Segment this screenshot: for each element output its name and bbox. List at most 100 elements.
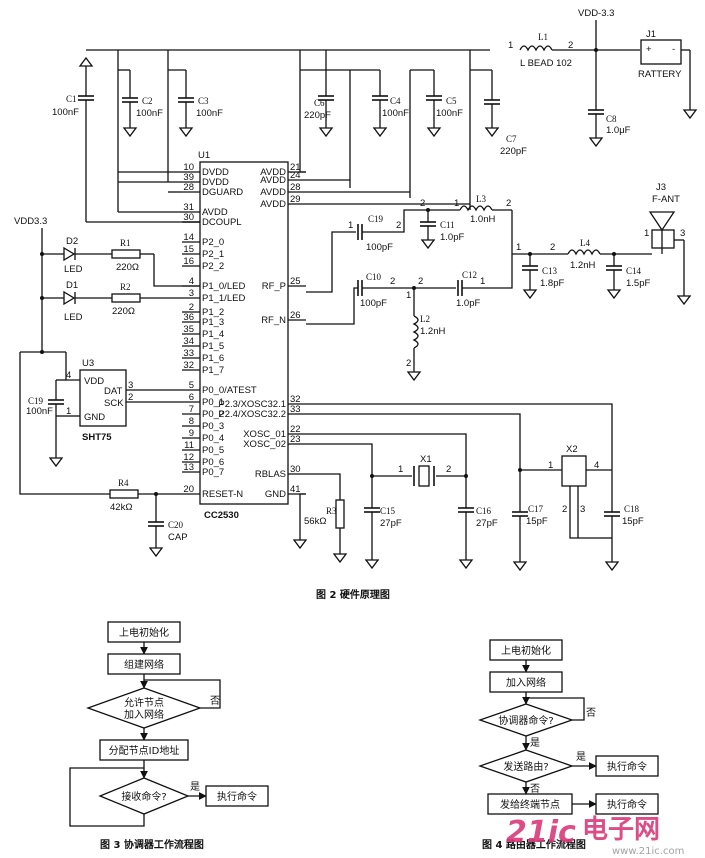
left-pin-name: P2_2 bbox=[202, 261, 224, 272]
left-pin-number: 16 bbox=[183, 256, 194, 267]
flow4-execute-2 bbox=[595, 793, 659, 815]
svg-text:2: 2 bbox=[418, 276, 423, 287]
left-pin-number: 10 bbox=[183, 162, 194, 173]
right-pin-name: XOSC_01 bbox=[243, 429, 286, 440]
left-pin-name: P0_5 bbox=[202, 445, 224, 456]
svg-text:220Ω: 220Ω bbox=[112, 306, 135, 317]
svg-text:上电初始化: 上电初始化 bbox=[119, 626, 169, 639]
svg-text:1.8pF: 1.8pF bbox=[540, 278, 564, 289]
svg-text:C20: C20 bbox=[168, 520, 184, 530]
watermark: 21ic 电子网 www.21ic.com bbox=[506, 815, 684, 857]
svg-text:CAP: CAP bbox=[168, 532, 188, 543]
svg-text:56kΩ: 56kΩ bbox=[304, 516, 326, 527]
svg-text:R3: R3 bbox=[326, 506, 337, 516]
svg-text:LED: LED bbox=[64, 312, 83, 323]
right-pin-name: AVDD bbox=[260, 175, 286, 186]
svg-text:100nF: 100nF bbox=[26, 406, 53, 417]
svg-text:1.0nH: 1.0nH bbox=[470, 214, 495, 225]
ground-icon bbox=[292, 539, 308, 550]
svg-text:L4: L4 bbox=[580, 238, 590, 248]
svg-text:分配节点ID地址: 分配节点ID地址 bbox=[109, 744, 180, 757]
watermark-brand: 21ic bbox=[506, 815, 576, 850]
left-pin-number: 12 bbox=[183, 452, 194, 463]
led-icon bbox=[63, 246, 76, 262]
chip-name: CC2530 bbox=[204, 510, 239, 521]
bead-value: L BEAD 102 bbox=[520, 58, 572, 69]
right-pin-number: 29 bbox=[290, 194, 301, 205]
svg-text:否: 否 bbox=[586, 707, 596, 719]
svg-text:100nF: 100nF bbox=[136, 108, 163, 119]
ground-icon bbox=[48, 457, 64, 468]
svg-text:组建网络: 组建网络 bbox=[124, 658, 164, 671]
left-pin-number: 30 bbox=[183, 212, 194, 223]
ground-icon bbox=[682, 109, 698, 120]
svg-text:3: 3 bbox=[128, 380, 133, 391]
ground-icon bbox=[606, 289, 622, 300]
svg-text:R1: R1 bbox=[120, 238, 131, 248]
left-pin-number: 36 bbox=[183, 312, 194, 323]
right-pin-name: P2.4/XOSC32.2 bbox=[218, 409, 286, 420]
svg-text:SCK: SCK bbox=[104, 398, 124, 409]
left-pin-name: P1_5 bbox=[202, 341, 224, 352]
svg-text:C18: C18 bbox=[624, 504, 640, 514]
svg-text:否: 否 bbox=[530, 783, 540, 795]
right-pin-number: 21 bbox=[290, 162, 301, 173]
svg-text:+: + bbox=[646, 44, 652, 55]
flow4-execute-1 bbox=[595, 755, 659, 777]
flow3-execute bbox=[205, 785, 269, 807]
svg-text:C15: C15 bbox=[380, 506, 396, 516]
left-pin-name: P0_7 bbox=[202, 467, 224, 478]
svg-text:1: 1 bbox=[548, 460, 553, 471]
svg-text:1.0μF: 1.0μF bbox=[606, 125, 631, 136]
svg-text:C1: C1 bbox=[66, 94, 77, 104]
svg-text:4: 4 bbox=[594, 460, 599, 471]
svg-text:100pF: 100pF bbox=[360, 298, 387, 309]
left-pin-number: 15 bbox=[183, 244, 194, 255]
svg-text:1: 1 bbox=[398, 464, 403, 475]
svg-text:C3: C3 bbox=[198, 96, 209, 106]
svg-text:L3: L3 bbox=[476, 194, 486, 204]
left-pin-number: 33 bbox=[183, 348, 194, 359]
bead-ref: L1 bbox=[538, 32, 548, 42]
ground-icon bbox=[458, 559, 474, 570]
svg-text:C10: C10 bbox=[366, 272, 382, 282]
svg-text:C7: C7 bbox=[506, 134, 517, 144]
ground-icon bbox=[420, 239, 436, 250]
svg-text:允许节点: 允许节点 bbox=[124, 696, 164, 709]
left-pin-number: 3 bbox=[189, 288, 194, 299]
ground-icon bbox=[522, 289, 538, 300]
right-pin-number: 32 bbox=[290, 394, 301, 405]
right-pin-number: 22 bbox=[290, 424, 301, 435]
left-pin-name: RESET-N bbox=[202, 489, 243, 500]
svg-text:27pF: 27pF bbox=[380, 518, 402, 529]
left-pin-number: 31 bbox=[183, 202, 194, 213]
left-pin-number: 20 bbox=[183, 484, 194, 495]
ground-icon bbox=[588, 137, 604, 148]
svg-text:X2: X2 bbox=[566, 444, 578, 455]
right-pin-name: RF_P bbox=[262, 281, 286, 292]
svg-text:发送路由?: 发送路由? bbox=[503, 760, 548, 773]
svg-text:C2: C2 bbox=[142, 96, 153, 106]
svg-text:3: 3 bbox=[580, 504, 585, 515]
svg-text:DAT: DAT bbox=[104, 386, 122, 397]
chip-body bbox=[199, 161, 289, 505]
svg-text:220pF: 220pF bbox=[500, 146, 527, 157]
svg-text:C8: C8 bbox=[606, 114, 617, 124]
left-pin-name: P0_4 bbox=[202, 433, 224, 444]
hardware-schematic: 1 2 L1 L BEAD 102 VDD-3.3 J1 + - RATTERY… bbox=[14, 8, 698, 601]
ground-icon bbox=[148, 547, 164, 558]
ground-icon bbox=[364, 559, 380, 570]
left-pin-number: 35 bbox=[183, 324, 194, 335]
svg-text:15pF: 15pF bbox=[622, 516, 644, 527]
left-pin-number: 6 bbox=[189, 392, 194, 403]
svg-text:R2: R2 bbox=[120, 282, 131, 292]
svg-text:L2: L2 bbox=[420, 314, 430, 324]
right-pin-number: 30 bbox=[290, 464, 301, 475]
svg-text:C12: C12 bbox=[462, 270, 477, 280]
right-pin-name: GND bbox=[265, 489, 286, 500]
ground-icon bbox=[484, 127, 500, 138]
svg-text:1: 1 bbox=[480, 276, 485, 287]
svg-text:2: 2 bbox=[562, 504, 567, 515]
